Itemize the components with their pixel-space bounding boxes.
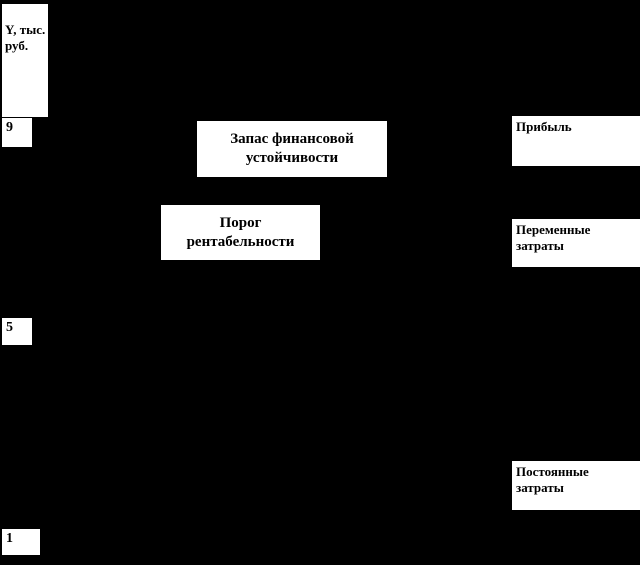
- y-axis-unit-line2: руб.: [5, 38, 29, 53]
- profitability-threshold-line2: рентабельности: [186, 233, 295, 250]
- financial-safety-margin-line2: устойчивости: [245, 150, 339, 166]
- y-tick-value: 5: [6, 320, 13, 335]
- y-tick-value: 1: [6, 531, 13, 546]
- financial-safety-margin-box: Запас финансовой устойчивости: [196, 120, 388, 178]
- y-axis-unit-label: Y, тыс. руб.: [2, 4, 48, 117]
- fixed-costs-line1: Постоянные: [516, 464, 589, 479]
- fixed-costs-label-box: Постоянные затраты: [512, 461, 640, 510]
- y-axis-unit-line1: Y, тыс.: [5, 22, 46, 37]
- variable-costs-line2: затраты: [516, 238, 564, 253]
- profit-label: Прибыль: [516, 119, 572, 134]
- y-tick-label-5: 5: [2, 318, 32, 345]
- y-tick-value: 9: [6, 120, 13, 135]
- profitability-threshold-box: Порог рентабельности: [160, 204, 321, 261]
- variable-costs-label-box: Переменные затраты: [512, 219, 640, 267]
- financial-safety-margin-line1: Запас финансовой: [230, 131, 354, 147]
- profit-label-box: Прибыль: [512, 116, 640, 166]
- profitability-threshold-line1: Порог: [219, 214, 262, 231]
- variable-costs-line1: Переменные: [516, 222, 591, 237]
- fixed-costs-line2: затраты: [516, 480, 564, 495]
- y-tick-label-9: 9: [2, 118, 32, 147]
- y-tick-label-1: 1: [2, 529, 40, 555]
